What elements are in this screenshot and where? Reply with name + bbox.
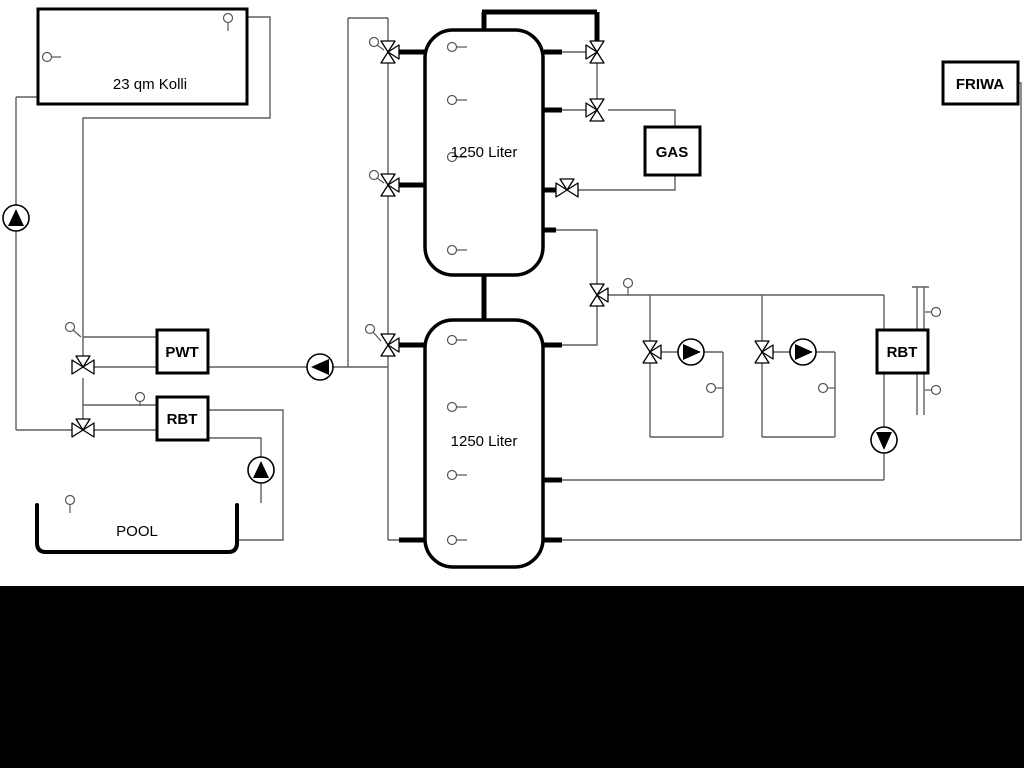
temp-sensor-icon (368, 169, 385, 184)
tank-top-valve-1-icon (585, 40, 605, 64)
temp-sensor-icon (705, 382, 723, 394)
pwt-label: PWT (165, 344, 198, 361)
tank-bottom-label: 1250 Liter (451, 433, 518, 450)
tank-charge-valve-top-icon (380, 40, 400, 64)
tank-top-label: 1250 Liter (451, 144, 518, 161)
heating-circuit-2-valve-icon (754, 340, 774, 364)
labels: 23 qm Kolli 1250 Liter 1250 Liter PWT RB… (113, 76, 1004, 540)
temp-sensor-icon (446, 244, 467, 256)
gas-label: GAS (656, 144, 689, 161)
buffer-tank-bottom (423, 318, 545, 569)
bottom-bar (0, 586, 1024, 768)
rbt-left-box (155, 395, 210, 442)
temp-sensor-icon (446, 534, 467, 546)
rbt-left-label: RBT (167, 411, 198, 428)
temp-sensor-icon (925, 306, 942, 318)
temp-sensor-icon (446, 469, 467, 481)
solar-collector-box (36, 7, 249, 106)
solar-pump-icon (2, 204, 30, 232)
temp-sensor-icon (41, 51, 61, 63)
temp-sensor-icon (622, 277, 634, 295)
pool-label: POOL (116, 523, 158, 540)
heating-pump-1-icon (677, 338, 705, 366)
gas-boiler-box (643, 125, 702, 177)
tank-mix-valve-icon (589, 283, 609, 307)
sensors (41, 12, 942, 546)
temp-sensor-icon (446, 151, 467, 163)
tank-port-piping (399, 9, 600, 543)
rbt-right-label: RBT (887, 344, 918, 361)
friwa-box (941, 60, 1020, 106)
temp-sensor-icon (222, 12, 234, 31)
temp-sensor-icon (134, 391, 146, 406)
collector-label: 23 qm Kolli (113, 76, 187, 93)
temp-sensor-icon (446, 41, 467, 53)
temp-sensor-icon (446, 94, 467, 106)
tank-charge-valve-mid-icon (380, 173, 400, 197)
pool-basin (35, 503, 239, 554)
temp-sensor-icon (368, 36, 385, 51)
friwa-label: FRIWA (956, 76, 1004, 93)
temp-sensor-icon (925, 384, 942, 396)
rbt-right-box (875, 328, 930, 375)
heating-pump-2-icon (789, 338, 817, 366)
heating-circuit-1-valve-icon (642, 340, 662, 364)
temp-sensor-icon (446, 401, 467, 413)
rbt-pump-icon (870, 426, 898, 454)
temp-sensor-icon (364, 323, 382, 342)
buffer-tank-top (423, 28, 545, 277)
tank-top-valve-2-icon (585, 98, 605, 122)
solar-pwt-valve-icon (71, 355, 95, 375)
temp-sensor-icon (817, 382, 835, 394)
tank-charge-valve-bottom-icon (380, 333, 400, 357)
pool-pump-icon (247, 456, 275, 484)
solar-rbt-valve-icon (71, 418, 95, 438)
temp-sensor-icon (64, 494, 76, 513)
gas-return-valve-icon (555, 178, 579, 198)
temp-sensor-icon (64, 321, 82, 338)
tank-top-gas-piping (550, 51, 676, 346)
pwt-box (155, 328, 210, 375)
pwt-pump-icon (306, 353, 334, 381)
temp-sensor-icon (446, 334, 467, 346)
solar-piping (15, 16, 401, 541)
